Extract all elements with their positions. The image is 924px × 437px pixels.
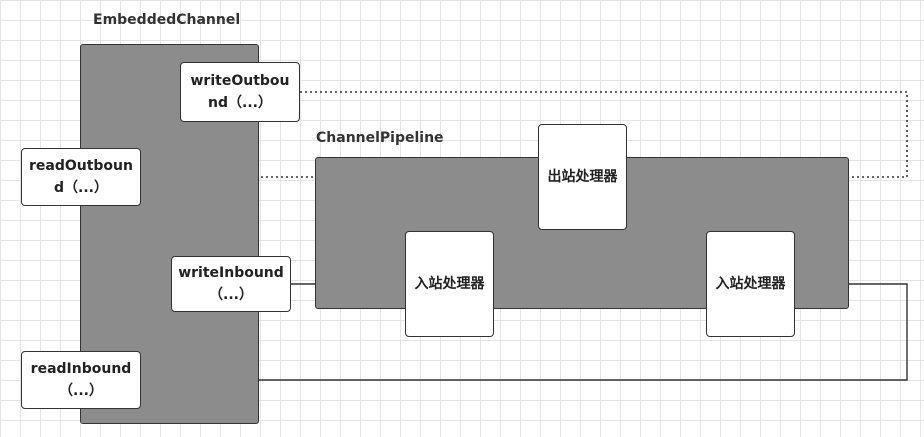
inbound-handler-2-label: 入站处理器	[715, 276, 786, 292]
write-outbound-box: writeOutbound（...）	[180, 62, 300, 122]
write-outbound-label: writeOutbound（...）	[190, 73, 290, 111]
read-outbound-label: readOutbound（...）	[28, 158, 133, 196]
inbound-handler-1-box: 入站处理器	[405, 231, 494, 337]
embedded-channel-title: EmbeddedChannel	[93, 12, 241, 28]
write-inbound-box: writeInbound（...）	[171, 256, 291, 312]
read-outbound-box: readOutbound（...）	[21, 148, 141, 206]
inbound-handler-1-label: 入站处理器	[414, 276, 485, 292]
read-inbound-label: readInbound（...）	[30, 361, 132, 399]
inbound-handler-2-box: 入站处理器	[706, 231, 795, 337]
outbound-handler-label: 出站处理器	[547, 169, 618, 185]
read-inbound-box: readInbound（...）	[21, 351, 141, 409]
write-inbound-label: writeInbound（...）	[178, 265, 284, 303]
channel-pipeline-title: ChannelPipeline	[316, 130, 444, 146]
outbound-handler-box: 出站处理器	[538, 124, 627, 230]
inbound-to-read-arrow	[142, 283, 908, 384]
